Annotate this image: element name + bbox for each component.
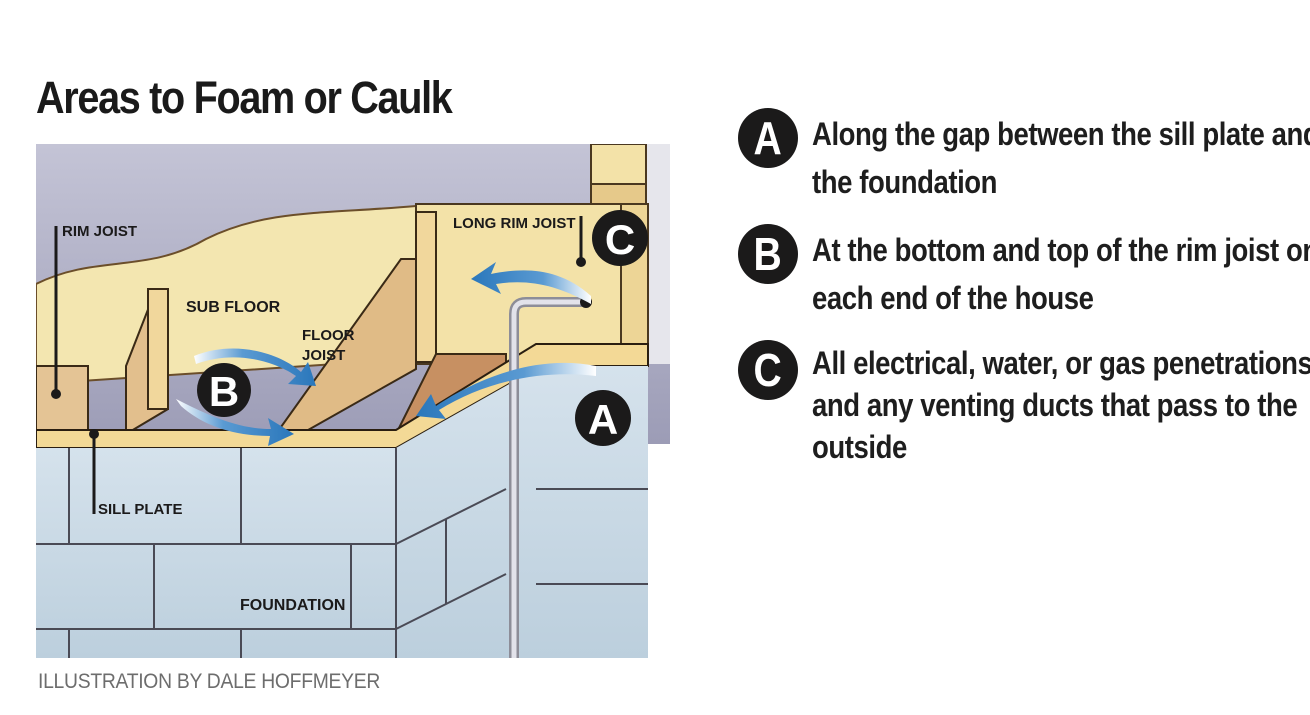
floor-joist-1-face (147, 288, 169, 410)
marker-a: A (575, 390, 631, 446)
top-plate (590, 183, 647, 205)
water-pipe-highlight (511, 299, 584, 658)
illustration-credit: ILLUSTRATION BY DALE HOFFMEYER (38, 670, 381, 693)
label-long-rim-joist: LONG RIM JOIST (453, 215, 576, 232)
label-floor-joist-1: FLOOR (302, 327, 355, 344)
badge-b-icon: B (738, 224, 798, 284)
badge-b-letter: B (753, 228, 783, 280)
marker-c: C (592, 210, 648, 266)
block-lines (36, 448, 648, 658)
legend-text-b: At the bottom and top of the rim joist o… (812, 232, 1310, 316)
long-rim-joist-pointer (576, 257, 586, 267)
rim-joist (36, 365, 89, 435)
basement-framing-illustration: RIM JOIST SUB FLOOR FLOOR JOIST LONG RIM… (36, 144, 670, 658)
legend-item-c: C All electrical, water, or gas penetrat… (738, 340, 1310, 468)
foundation-front (36, 448, 396, 658)
arrow-b-bottom (176, 399, 294, 446)
legend: A Along the gap between the sill plate a… (738, 108, 1310, 486)
arrow-a (416, 362, 596, 419)
badge-a-letter: A (753, 112, 783, 164)
label-sill-plate: SILL PLATE (98, 501, 182, 518)
marker-c-letter: C (605, 216, 635, 263)
floor-joist-2-face (415, 211, 437, 363)
label-rim-joist: RIM JOIST (62, 223, 137, 240)
badge-c-letter: C (753, 344, 783, 396)
marker-b: B (197, 363, 251, 417)
marker-a-letter: A (588, 396, 618, 443)
legend-text-c: All electrical, water, or gas penetratio… (812, 345, 1310, 465)
legend-text-a: Along the gap between the sill plate and… (812, 116, 1310, 200)
marker-b-letter: B (209, 368, 239, 415)
arrow-b-top (194, 348, 316, 386)
badge-a-icon: A (738, 108, 798, 168)
sill-plate-pointer (89, 429, 99, 439)
badge-c-icon: C (738, 340, 798, 400)
legend-item-a: A Along the gap between the sill plate a… (738, 108, 1310, 206)
label-sub-floor: SUB FLOOR (186, 299, 281, 316)
label-floor-joist-2: JOIST (302, 347, 345, 364)
legend-item-b: B At the bottom and top of the rim joist… (738, 224, 1310, 322)
arrow-c (471, 262, 591, 304)
label-foundation: FOUNDATION (240, 597, 345, 614)
rim-joist-pointer (51, 389, 61, 399)
page-title: Areas to Foam or Caulk (36, 72, 453, 123)
leader-lines (54, 216, 583, 514)
